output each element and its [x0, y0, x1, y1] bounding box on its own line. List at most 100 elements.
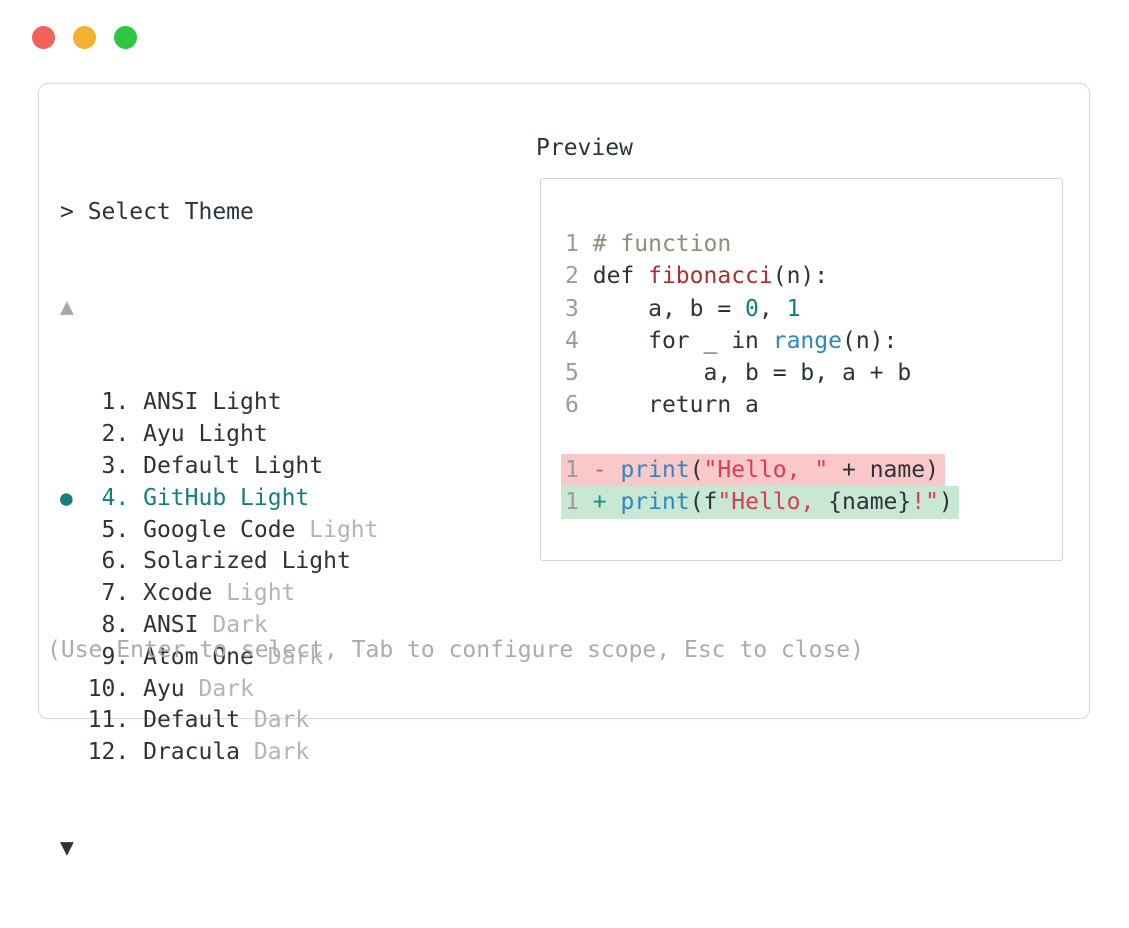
preview-title: Preview — [536, 135, 633, 161]
theme-list-item[interactable]: 11. Default Dark — [60, 705, 379, 737]
item-name: GitHub Light — [129, 484, 310, 511]
item-variant: Dark — [240, 707, 310, 734]
item-number: 10. — [60, 675, 130, 702]
theme-list-item[interactable]: 12. Dracula Dark — [60, 737, 379, 769]
item-name: Xcode — [129, 580, 213, 607]
line-number: 2 — [565, 263, 579, 290]
theme-list-item[interactable]: 1. ANSI Light — [60, 387, 379, 419]
code-segment: print — [620, 457, 690, 484]
theme-list-item[interactable]: 8. ANSI Dark — [60, 610, 379, 642]
theme-list-item[interactable]: ● 4. GitHub Light — [60, 483, 379, 515]
footer-hint: (Use Enter to select, Tab to configure s… — [47, 637, 864, 663]
item-number: 9. — [60, 643, 130, 670]
theme-list-item[interactable]: 2. Ayu Light — [60, 419, 379, 451]
code-segment: ( — [689, 457, 704, 484]
theme-list-item[interactable]: 6. Solarized Light — [60, 546, 379, 578]
item-name: Atom One — [129, 643, 254, 670]
theme-list-item[interactable]: 9. Atom One Dark — [60, 642, 379, 674]
code-segment: for _ in — [592, 327, 773, 354]
theme-list-item[interactable]: 5. Google Code Light — [60, 515, 379, 547]
code-segment: + — [592, 489, 607, 516]
selected-marker-icon: ● — [60, 485, 73, 510]
code-line: 5 a, b = b, a + b — [565, 357, 959, 389]
line-number: 3 — [565, 295, 579, 322]
item-name: ANSI — [129, 611, 199, 638]
code-line: 4 for _ in range(n): — [565, 325, 959, 357]
diff-highlight: 1 - print("Hello, " + name) — [561, 454, 945, 487]
close-button[interactable] — [32, 26, 55, 49]
code-line: 6 return a — [565, 389, 959, 421]
diff-highlight: 1 + print(f"Hello, {name}!") — [561, 486, 959, 519]
code-segment: def — [592, 263, 649, 290]
code-segment: - — [592, 457, 607, 484]
code-segment: # function — [592, 231, 732, 257]
line-number: 1 — [565, 231, 579, 257]
theme-list-column: > Select Theme ▲ 1. ANSI Light 2. Ayu Li… — [60, 133, 379, 928]
theme-list: 1. ANSI Light 2. Ayu Light 3. Default Li… — [60, 387, 379, 769]
item-number: 12. — [60, 739, 130, 766]
blank-line — [565, 422, 959, 454]
code-segment: {name} — [828, 489, 912, 516]
item-name: Dracula — [129, 739, 241, 766]
minimize-button[interactable] — [73, 26, 96, 49]
theme-list-item[interactable]: 3. Default Light — [60, 451, 379, 483]
code-segment: , — [758, 295, 787, 322]
scroll-down-indicator[interactable]: ▼ — [60, 834, 74, 861]
diff-line-removed: 1 - print("Hello, " + name) — [561, 454, 959, 487]
code-line: 2 def fibonacci(n): — [565, 260, 959, 292]
item-number: 7. — [60, 580, 130, 607]
code-segment: (n): — [841, 327, 898, 354]
line-number: 6 — [565, 392, 579, 419]
item-variant: Light — [212, 580, 296, 607]
code-segment: 1 — [786, 295, 801, 322]
code-segment: 0 — [745, 295, 759, 322]
theme-list-item[interactable]: 10. Ayu Dark — [60, 674, 379, 706]
maximize-button[interactable] — [114, 26, 137, 49]
item-name: Default Light — [129, 452, 324, 479]
item-number: 11. — [60, 707, 130, 734]
code-segment: a, b = — [592, 295, 746, 322]
code-segment: (f — [689, 489, 718, 516]
item-number: 2. — [60, 421, 130, 448]
code-segment: "Hello, — [717, 489, 829, 516]
code-line: 1 # function — [565, 228, 959, 260]
item-number: 1. — [60, 389, 130, 416]
scroll-up-indicator[interactable]: ▲ — [60, 293, 74, 320]
line-number: 4 — [565, 327, 579, 354]
item-variant: Dark — [253, 643, 324, 670]
code-segment: a, b = b, a + b — [592, 360, 912, 387]
select-theme-prompt: > Select Theme — [60, 198, 254, 225]
item-name: Ayu Light — [129, 421, 268, 448]
item-name: Google Code — [129, 516, 296, 543]
item-number: 8. — [60, 611, 130, 638]
item-name: Solarized Light — [129, 548, 351, 575]
code-segment: print — [620, 489, 690, 516]
line-number: 1 — [565, 457, 579, 484]
code-segment: range — [772, 327, 842, 354]
line-number: 5 — [565, 360, 579, 387]
window-controls — [32, 26, 137, 49]
code-segment: + name) — [828, 457, 939, 484]
item-number: 6. — [60, 548, 130, 575]
item-variant: Light — [295, 516, 379, 543]
item-number: 4. — [60, 484, 130, 511]
code-segment: (n): — [772, 263, 829, 290]
item-variant: Dark — [198, 611, 268, 638]
theme-list-item[interactable]: 7. Xcode Light — [60, 578, 379, 610]
code-segment: ) — [938, 489, 953, 516]
item-variant: Dark — [240, 739, 310, 766]
diff-line-added: 1 + print(f"Hello, {name}!") — [561, 486, 959, 519]
line-number: 1 — [565, 489, 579, 516]
code-segment: !" — [911, 489, 939, 516]
code-segment — [607, 489, 621, 515]
item-variant: Dark — [184, 675, 254, 702]
theme-picker-dialog: > Select Theme ▲ 1. ANSI Light 2. Ayu Li… — [38, 83, 1090, 861]
item-name: Ayu — [129, 675, 185, 702]
item-number: 3. — [60, 452, 130, 479]
code-line: 3 a, b = 0, 1 — [565, 293, 959, 325]
code-segment — [607, 457, 621, 483]
item-name: Default — [129, 707, 241, 734]
item-name: ANSI Light — [129, 389, 282, 416]
